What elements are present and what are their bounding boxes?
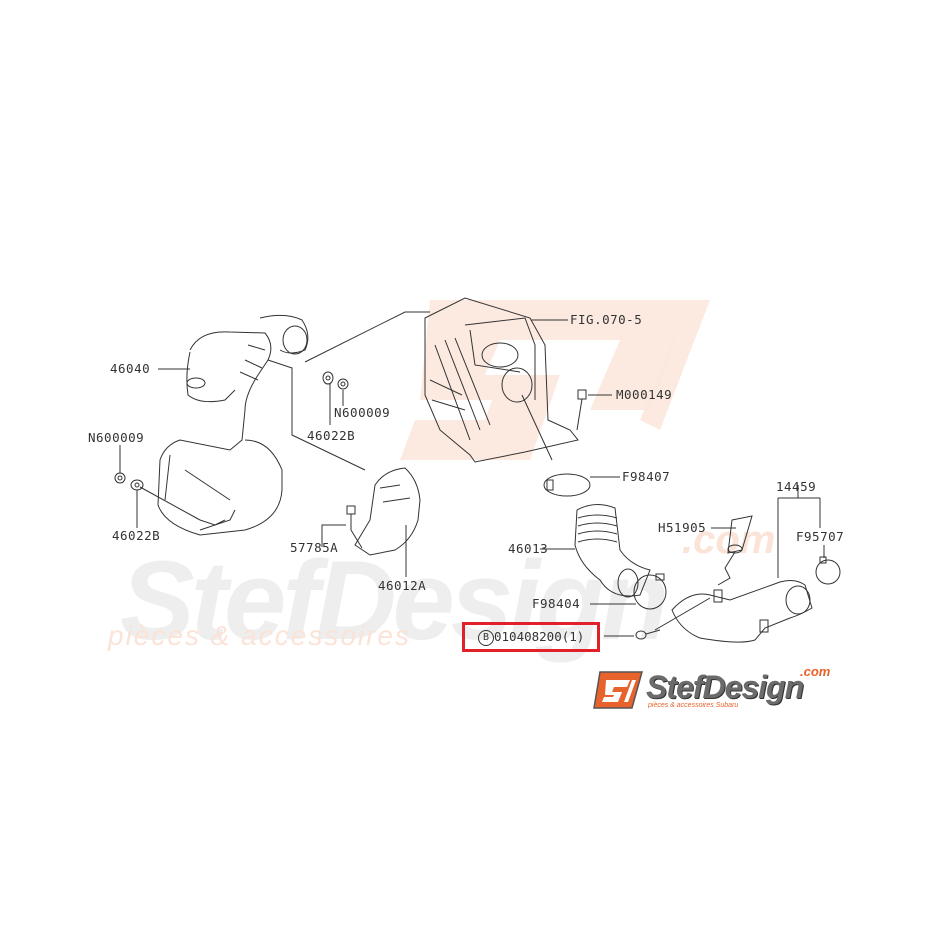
nut-N600009-icon [337, 378, 349, 390]
bolt-57785A-icon [346, 505, 356, 530]
watermark-brand: StefDesign [120, 538, 669, 663]
part-label-46022B[interactable]: 46022B [307, 428, 356, 443]
part-label-N600009-lower[interactable]: N600009 [88, 430, 145, 445]
part-marker-b-icon: B [478, 630, 494, 646]
part-label-M000149[interactable]: M000149 [616, 387, 673, 402]
part-label-14459[interactable]: 14459 [776, 479, 817, 494]
highlighted-part-box[interactable] [462, 622, 600, 652]
clamp-F95707-icon [815, 556, 841, 585]
part-label-57785A[interactable]: 57785A [290, 540, 339, 555]
part-label-46013[interactable]: 46013 [508, 541, 549, 556]
part-label-FIG070-5[interactable]: FIG.070-5 [570, 312, 643, 327]
part-label-46012A[interactable]: 46012A [378, 578, 427, 593]
part-label-46040[interactable]: 46040 [110, 361, 151, 376]
part-label-H51905[interactable]: H51905 [658, 520, 707, 535]
hose-H51905-icon [727, 515, 753, 554]
part-label-F98407[interactable]: F98407 [622, 469, 671, 484]
part-label-010408200[interactable]: 010408200(1) [494, 629, 585, 644]
bolt-010408200-icon [635, 629, 661, 640]
sd-logo-icon [593, 671, 643, 709]
part-label-N600009[interactable]: N600009 [334, 405, 391, 420]
intake-duct-46040-icon [157, 314, 309, 536]
air-cleaner-box-icon [424, 297, 579, 463]
part-label-F98404[interactable]: F98404 [532, 596, 581, 611]
grommet-46022B-icon [322, 371, 334, 385]
brand-logo: StefDesign .com pièces & accessoires Sub… [592, 664, 847, 716]
bolt-M000149-icon [576, 389, 587, 431]
part-label-F95707[interactable]: F95707 [796, 529, 845, 544]
nut-N600009-lower-icon [114, 472, 126, 484]
part-label-46022B-lower[interactable]: 46022B [112, 528, 161, 543]
watermark-logo-icon [400, 300, 710, 460]
logo-brand-text: StefDesign [646, 669, 804, 705]
watermark-domain: .com [682, 518, 776, 562]
logo-tagline: pièces & accessoires Subaru [648, 702, 739, 709]
clamp-F98407-icon [543, 473, 591, 497]
intake-hose-46013-icon [574, 504, 651, 598]
watermark-tagline: pièces & accessoires [108, 620, 412, 651]
logo-domain-text: .com [800, 664, 831, 679]
air-guide-46012A-icon [354, 467, 421, 556]
grommet-46022B-lower-icon [130, 479, 144, 491]
clamp-F98404-icon [633, 573, 667, 610]
intake-pipe-14459-icon [671, 580, 813, 643]
